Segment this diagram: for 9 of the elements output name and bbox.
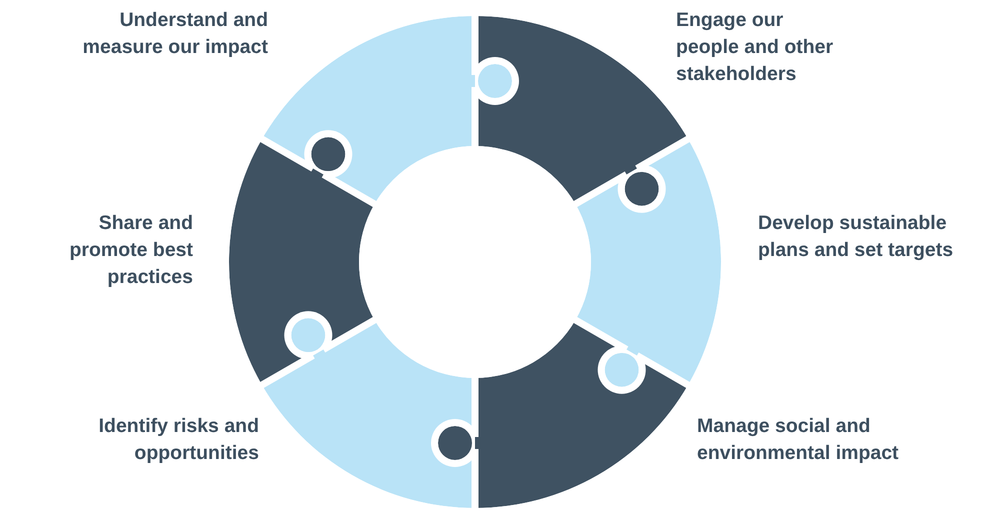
step-label: Share and promote best practices	[68, 211, 193, 290]
puzzle-piece	[438, 320, 688, 508]
step-label: Develop sustainable plans and set targets	[758, 211, 954, 263]
puzzle-piece	[575, 139, 721, 387]
step-label: Engage our people and other stakeholders	[676, 8, 834, 87]
step-label: Understand and measure our impact	[82, 8, 268, 60]
puzzle-piece	[229, 137, 375, 385]
step-label: Manage social and environmental impact	[697, 414, 900, 466]
step-label: Identify risks and opportunities	[98, 414, 259, 466]
